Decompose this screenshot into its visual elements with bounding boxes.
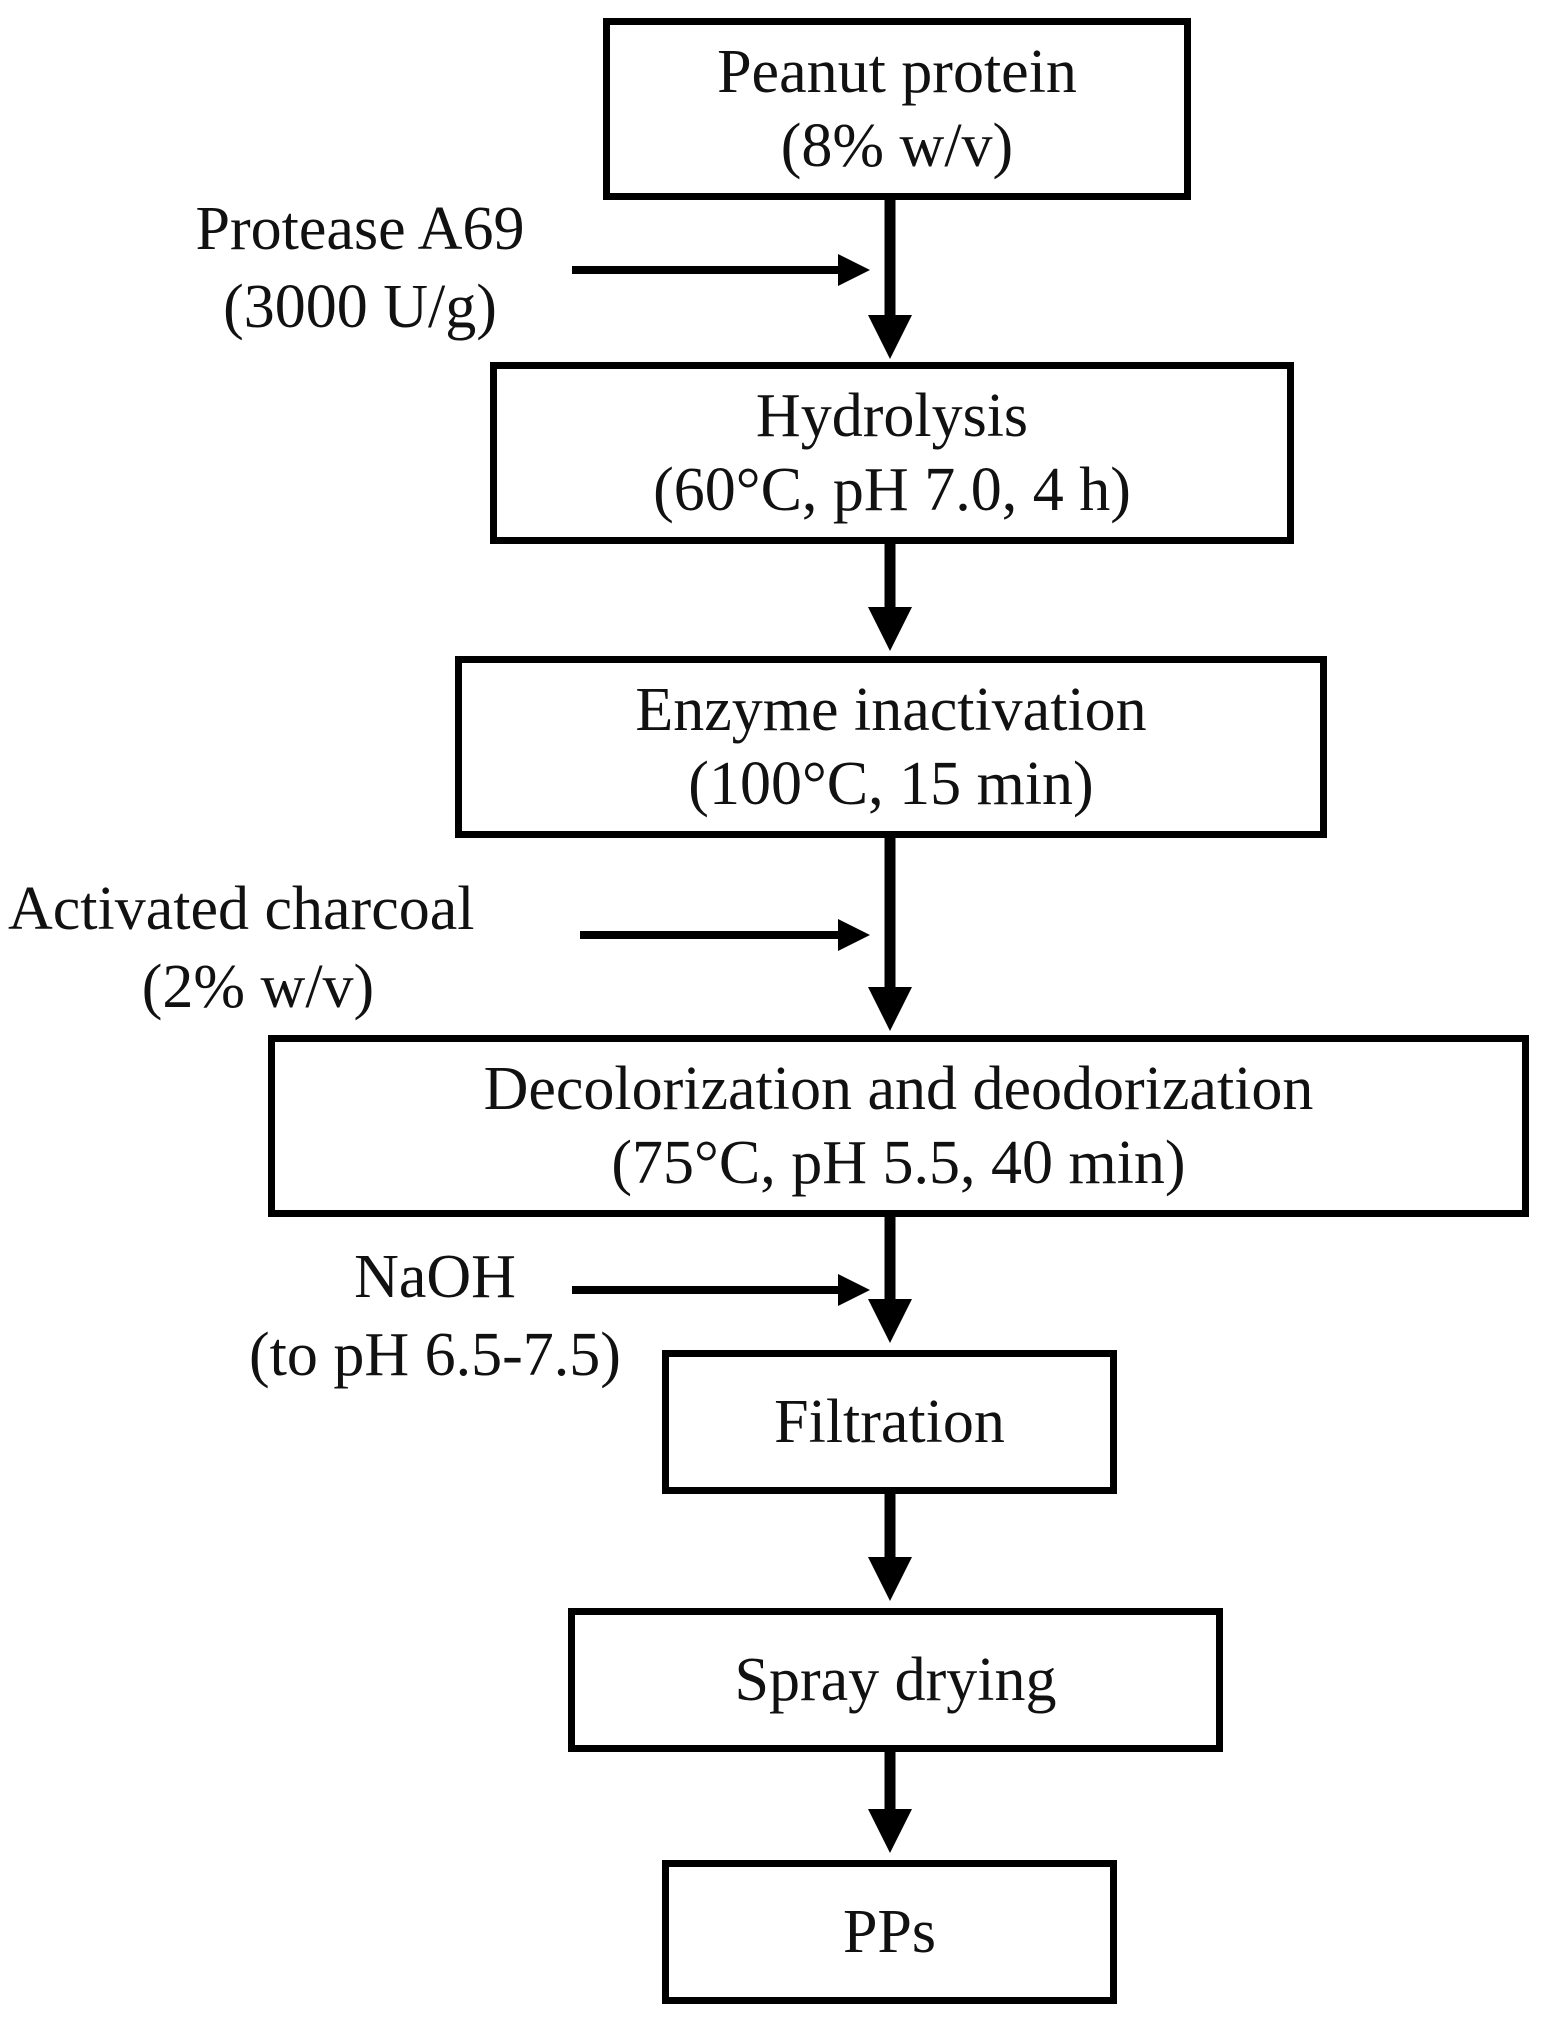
step-pps: PPs xyxy=(662,1860,1117,2004)
step-title: PPs xyxy=(842,1898,937,1966)
input-naoh: NaOH (to pH 6.5-7.5) xyxy=(215,1238,655,1394)
step-filtration: Filtration xyxy=(662,1350,1117,1494)
input-protease: Protease A69 (3000 U/g) xyxy=(160,190,560,346)
step-title: Hydrolysis xyxy=(755,382,1029,450)
step-hydrolysis: Hydrolysis (60°C, pH 7.0, 4 h) xyxy=(490,362,1294,544)
step-detail: (100°C, 15 min) xyxy=(688,750,1094,818)
input-detail: (3000 U/g) xyxy=(223,273,497,341)
step-enzyme-inactivation: Enzyme inactivation (100°C, 15 min) xyxy=(455,656,1327,838)
step-title: Decolorization and deodorization xyxy=(483,1055,1314,1123)
step-title: Filtration xyxy=(774,1388,1005,1456)
step-title: Peanut protein xyxy=(717,38,1077,106)
step-decolorization: Decolorization and deodorization (75°C, … xyxy=(268,1035,1529,1217)
input-title: NaOH xyxy=(354,1243,516,1311)
step-detail: (75°C, pH 5.5, 40 min) xyxy=(611,1129,1186,1197)
step-title: Enzyme inactivation xyxy=(635,676,1147,744)
input-detail: (to pH 6.5-7.5) xyxy=(249,1321,621,1389)
input-title: Activated charcoal xyxy=(8,875,475,943)
input-activated-charcoal: Activated charcoal (2% w/v) xyxy=(8,870,548,1026)
step-title: Spray drying xyxy=(734,1646,1057,1714)
step-detail: (8% w/v) xyxy=(780,112,1014,180)
step-detail: (60°C, pH 7.0, 4 h) xyxy=(653,456,1131,524)
step-spray-drying: Spray drying xyxy=(568,1608,1223,1752)
input-title: Protease A69 xyxy=(195,195,525,263)
input-detail: (2% w/v) xyxy=(141,953,375,1021)
step-peanut-protein: Peanut protein (8% w/v) xyxy=(603,18,1191,200)
